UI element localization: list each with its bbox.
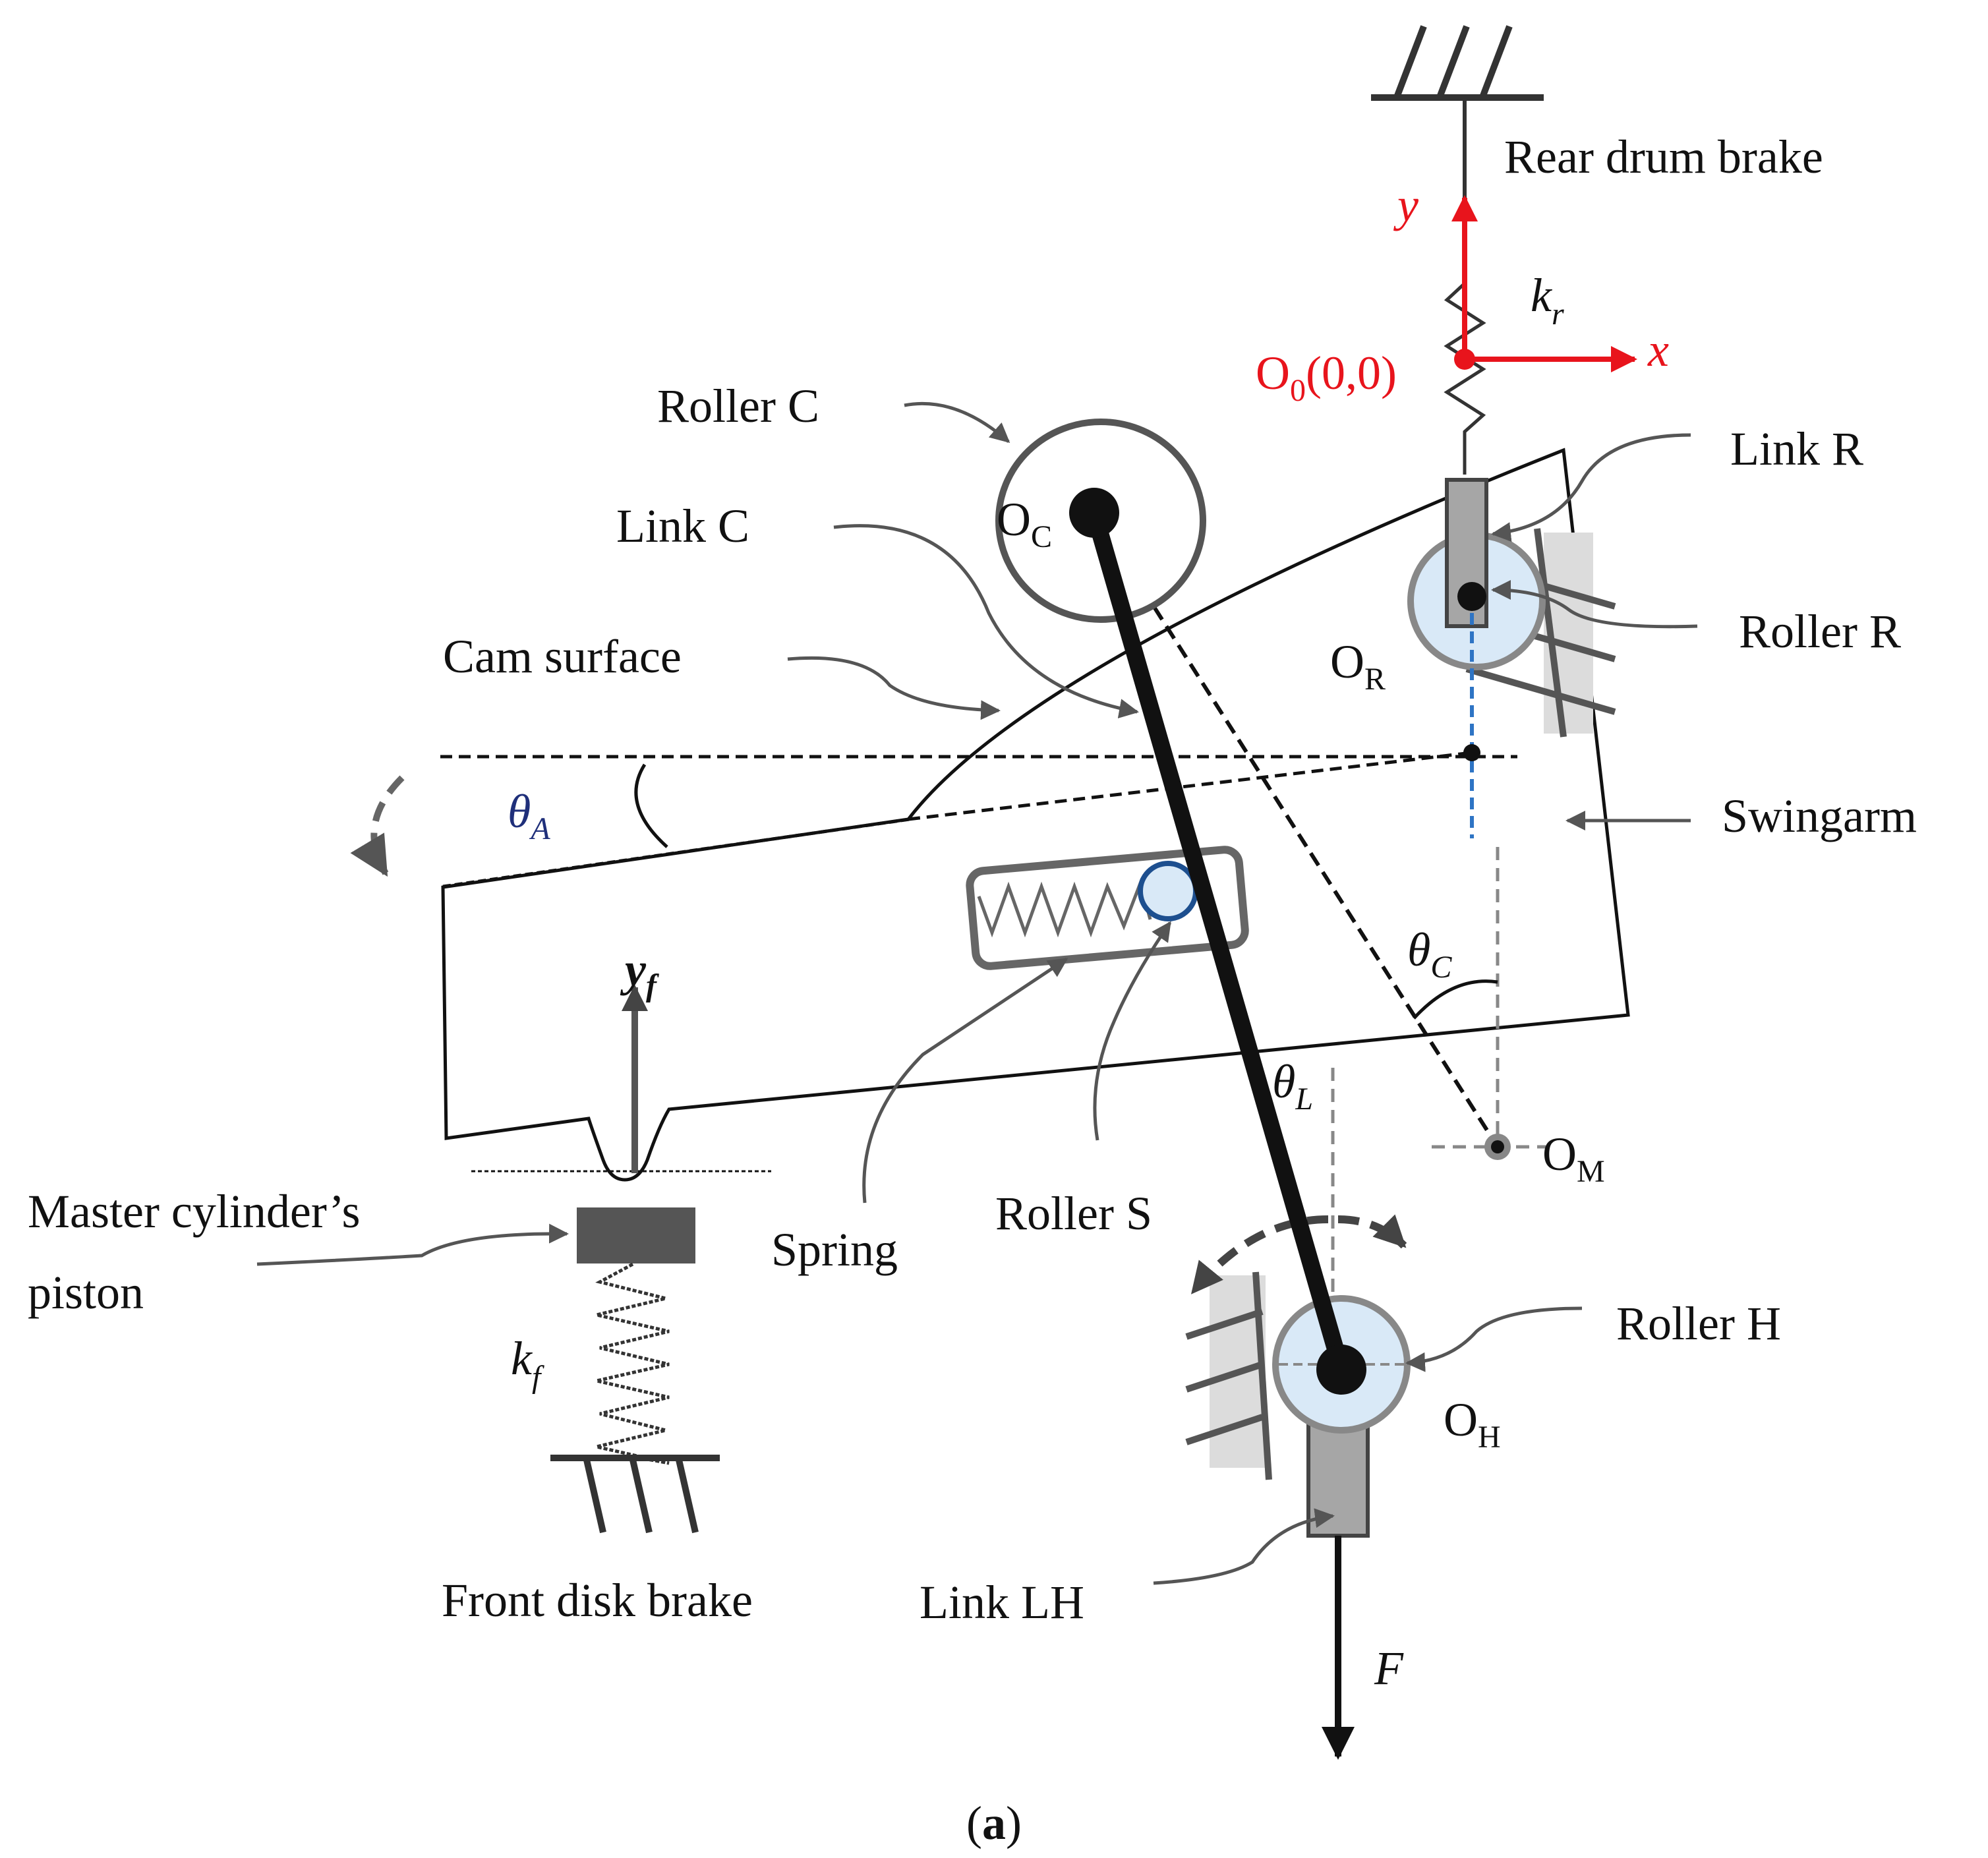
label-o-c: OC xyxy=(997,493,1052,554)
leader-spring xyxy=(862,957,1068,1204)
leader-roller-r xyxy=(1491,580,1698,629)
roller-h-guide xyxy=(1185,1271,1272,1480)
roller-h-swing-arrow-right xyxy=(1337,1214,1407,1249)
roller-r-guide xyxy=(1465,528,1616,738)
figure-caption: (a) xyxy=(966,1797,1022,1849)
leader-link-c xyxy=(833,524,1139,718)
oh-point xyxy=(1316,1345,1366,1395)
rear-spring-kr xyxy=(1444,282,1486,475)
label-o-h: OH xyxy=(1444,1393,1501,1455)
cam-reference-line xyxy=(442,817,910,888)
front-disk-brake-ground xyxy=(550,1455,720,1534)
label-force-f: F xyxy=(1374,1642,1404,1695)
label-master-cylinder-line2: piston xyxy=(28,1266,144,1319)
roller-s xyxy=(1138,861,1198,921)
theta-a-arc xyxy=(634,763,668,848)
label-front-disk-brake: Front disk brake xyxy=(442,1574,753,1627)
label-link-c: Link C xyxy=(616,500,749,552)
oc-om-dashed-line xyxy=(1092,511,1500,1148)
label-master-cylinder-line1: Master cylinder’s xyxy=(28,1185,361,1238)
label-roller-r: Roller R xyxy=(1739,605,1901,658)
leader-roller-h xyxy=(1405,1306,1583,1372)
roller-r-center xyxy=(1457,582,1486,611)
label-origin: O0(0,0) xyxy=(1256,347,1397,408)
leader-link-r xyxy=(1491,433,1691,542)
swingarm-pivot-point xyxy=(1463,744,1480,761)
label-swingarm: Swingarm xyxy=(1722,790,1917,842)
leader-cam-surface xyxy=(787,656,1001,720)
theta-c-arc xyxy=(1413,979,1498,1020)
label-theta-c: θC xyxy=(1407,923,1452,985)
label-link-r: Link R xyxy=(1730,422,1863,475)
label-theta-a: θA xyxy=(508,785,550,846)
front-spring-kf xyxy=(595,1262,670,1465)
label-roller-c: Roller C xyxy=(657,380,819,432)
label-rear-drum-brake: Rear drum brake xyxy=(1504,131,1823,183)
swingarm-inclined-line xyxy=(908,751,1472,821)
label-k-f: kf xyxy=(511,1332,544,1395)
label-theta-l: θL xyxy=(1272,1055,1313,1117)
om-point-center xyxy=(1491,1140,1504,1153)
rear-drum-brake-ground xyxy=(1371,25,1544,283)
origin-point xyxy=(1454,349,1475,370)
link-c-thick xyxy=(1086,504,1350,1378)
swingarm-body xyxy=(441,448,1630,1182)
rotation-arrow xyxy=(350,775,405,877)
label-axis-y: y xyxy=(1393,179,1418,231)
spring-coil xyxy=(977,877,1152,938)
label-roller-s: Roller S xyxy=(995,1187,1152,1240)
leader-roller-c xyxy=(904,401,1010,443)
label-o-m: OM xyxy=(1542,1128,1605,1189)
master-cylinder-piston xyxy=(577,1207,695,1263)
oc-point xyxy=(1069,488,1119,538)
roller-h-swing-arrow-left xyxy=(1190,1215,1329,1294)
leader-link-lh xyxy=(1153,1508,1335,1585)
label-link-lh: Link LH xyxy=(920,1576,1084,1629)
label-spring: Spring xyxy=(771,1223,898,1276)
label-o-r: OR xyxy=(1330,635,1386,697)
leader-roller-s xyxy=(1093,921,1172,1141)
leader-master-cylinder xyxy=(256,1223,569,1266)
label-cam-surface: Cam surface xyxy=(443,630,682,683)
label-k-r: kr xyxy=(1531,269,1564,332)
label-roller-h: Roller H xyxy=(1616,1297,1781,1350)
label-axis-x: x xyxy=(1647,324,1669,376)
